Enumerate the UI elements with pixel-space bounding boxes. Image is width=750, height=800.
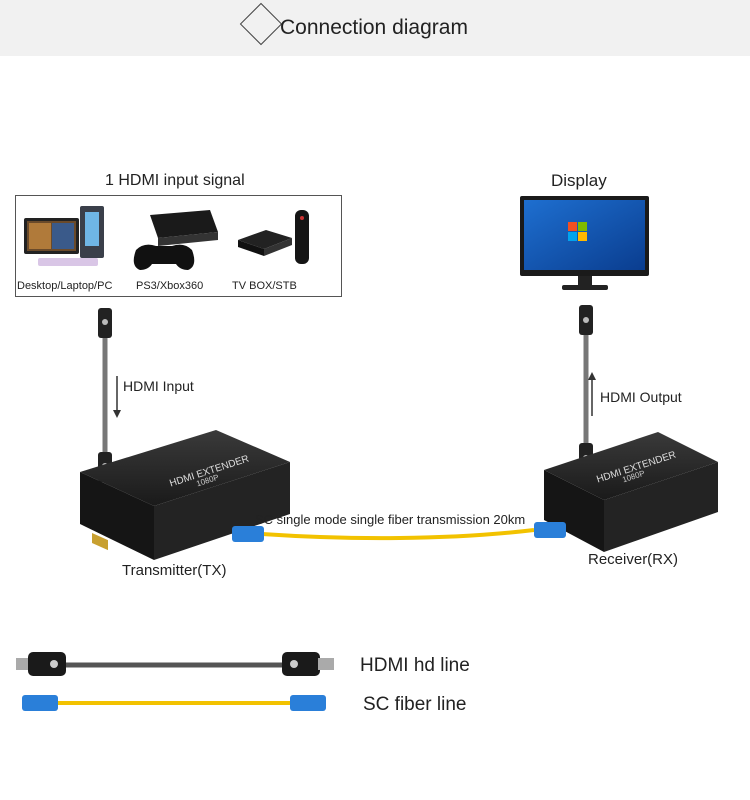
hdmi-output-label: HDMI Output [600, 389, 682, 405]
source-heading: 1 HDMI input signal [105, 172, 245, 189]
tv-box-icon [238, 210, 309, 264]
sc-fiber-link [232, 522, 566, 542]
legend-hdmi-label: HDMI hd line [360, 655, 470, 676]
device-label-console: PS3/Xbox360 [136, 280, 204, 292]
display-label: Display [551, 171, 607, 190]
hdmi-input-cable [98, 308, 112, 482]
arrow-up-icon [588, 372, 596, 416]
receiver-label: Receiver(RX) [588, 551, 679, 568]
device-label-pc: Desktop/Laptop/PC [17, 280, 113, 292]
transmitter-device [80, 430, 290, 560]
arrow-down-icon [113, 376, 121, 418]
device-label-tvbox: TV BOX/STB [232, 280, 297, 292]
legend-fiber-label: SC fiber line [363, 694, 467, 715]
game-console-icon [133, 210, 218, 270]
sc-fiber-cable-icon [22, 695, 326, 711]
receiver-device [544, 432, 718, 552]
page-title: Connection diagram [280, 16, 468, 39]
monitor-icon [520, 196, 649, 290]
hdmi-output-cable [579, 305, 593, 473]
header-bar: Connection diagram [0, 0, 750, 56]
hdmi-input-label: HDMI Input [123, 378, 194, 394]
transmitter-label: Transmitter(TX) [122, 562, 227, 579]
hdmi-cable-icon [16, 652, 334, 676]
fiber-link-label: SC single mode single fiber transmission… [255, 512, 526, 527]
pc-icon [24, 206, 104, 266]
